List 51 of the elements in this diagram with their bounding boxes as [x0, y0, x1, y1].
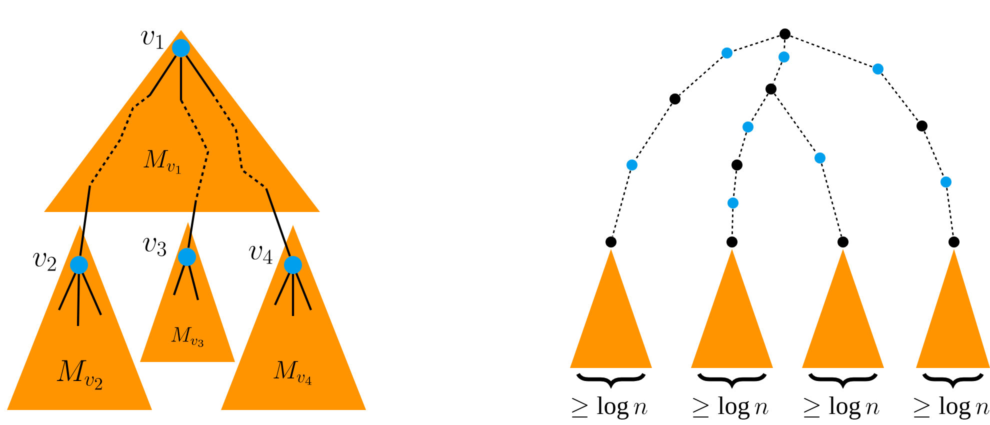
vertex-dot — [766, 84, 776, 94]
vertex-dot — [814, 152, 826, 164]
vertex-dot — [940, 176, 952, 188]
tree-edge — [790, 35, 873, 68]
vertex-dot — [178, 248, 196, 266]
vertex-dot — [778, 52, 790, 62]
tree-edge — [772, 62, 782, 84]
vertex-dot — [916, 120, 928, 132]
tree-edge — [180, 57, 210, 248]
vertex-dot — [732, 160, 742, 170]
tree-edge — [185, 55, 291, 257]
vertex-dot — [742, 122, 754, 132]
tree-edge — [634, 104, 672, 160]
vertex-dot — [838, 236, 848, 248]
tree-edge — [612, 170, 632, 237]
size-label: $\geq \log n$ — [804, 396, 880, 420]
vertex-dot — [670, 94, 680, 104]
tree-edge — [79, 55, 177, 256]
vertex-label: $v_2$ — [33, 252, 56, 271]
vertex-dot — [872, 64, 884, 74]
size-label: $\geq \log n$ — [914, 396, 990, 420]
vertex-dot — [172, 39, 190, 57]
vertex-dot — [948, 236, 960, 248]
tree-edge — [732, 35, 780, 52]
subtree-triangle — [570, 248, 652, 368]
tree-edge — [881, 73, 919, 122]
vertex-label: $v_1$ — [141, 30, 164, 49]
tree-edge — [678, 56, 724, 96]
vertex-dot — [606, 236, 616, 248]
tree-edge — [731, 208, 734, 236]
vertex-label: $v_4$ — [249, 246, 272, 264]
tree-edge — [750, 94, 769, 122]
size-label: $\geq \log n$ — [693, 396, 768, 420]
vertex-dot — [780, 28, 790, 40]
subtree-triangle — [916, 248, 990, 368]
vertex-dot — [284, 256, 302, 274]
size-label: $\geq \log n$ — [572, 396, 648, 420]
tree-edge — [924, 131, 944, 177]
vertex-dot — [726, 236, 738, 248]
tree-edge — [784, 40, 786, 52]
vertex-dot — [728, 198, 738, 208]
tree-edge — [738, 132, 748, 160]
vertex-dot — [626, 160, 638, 170]
tree-edge — [946, 188, 954, 236]
tree-edge — [774, 93, 818, 154]
subtree-triangle — [691, 248, 773, 368]
subtree-triangle — [802, 248, 884, 368]
vertex-dot — [722, 48, 732, 58]
tree-edge — [820, 163, 842, 237]
vertex-dot — [70, 256, 88, 274]
tree-edge — [732, 170, 738, 198]
